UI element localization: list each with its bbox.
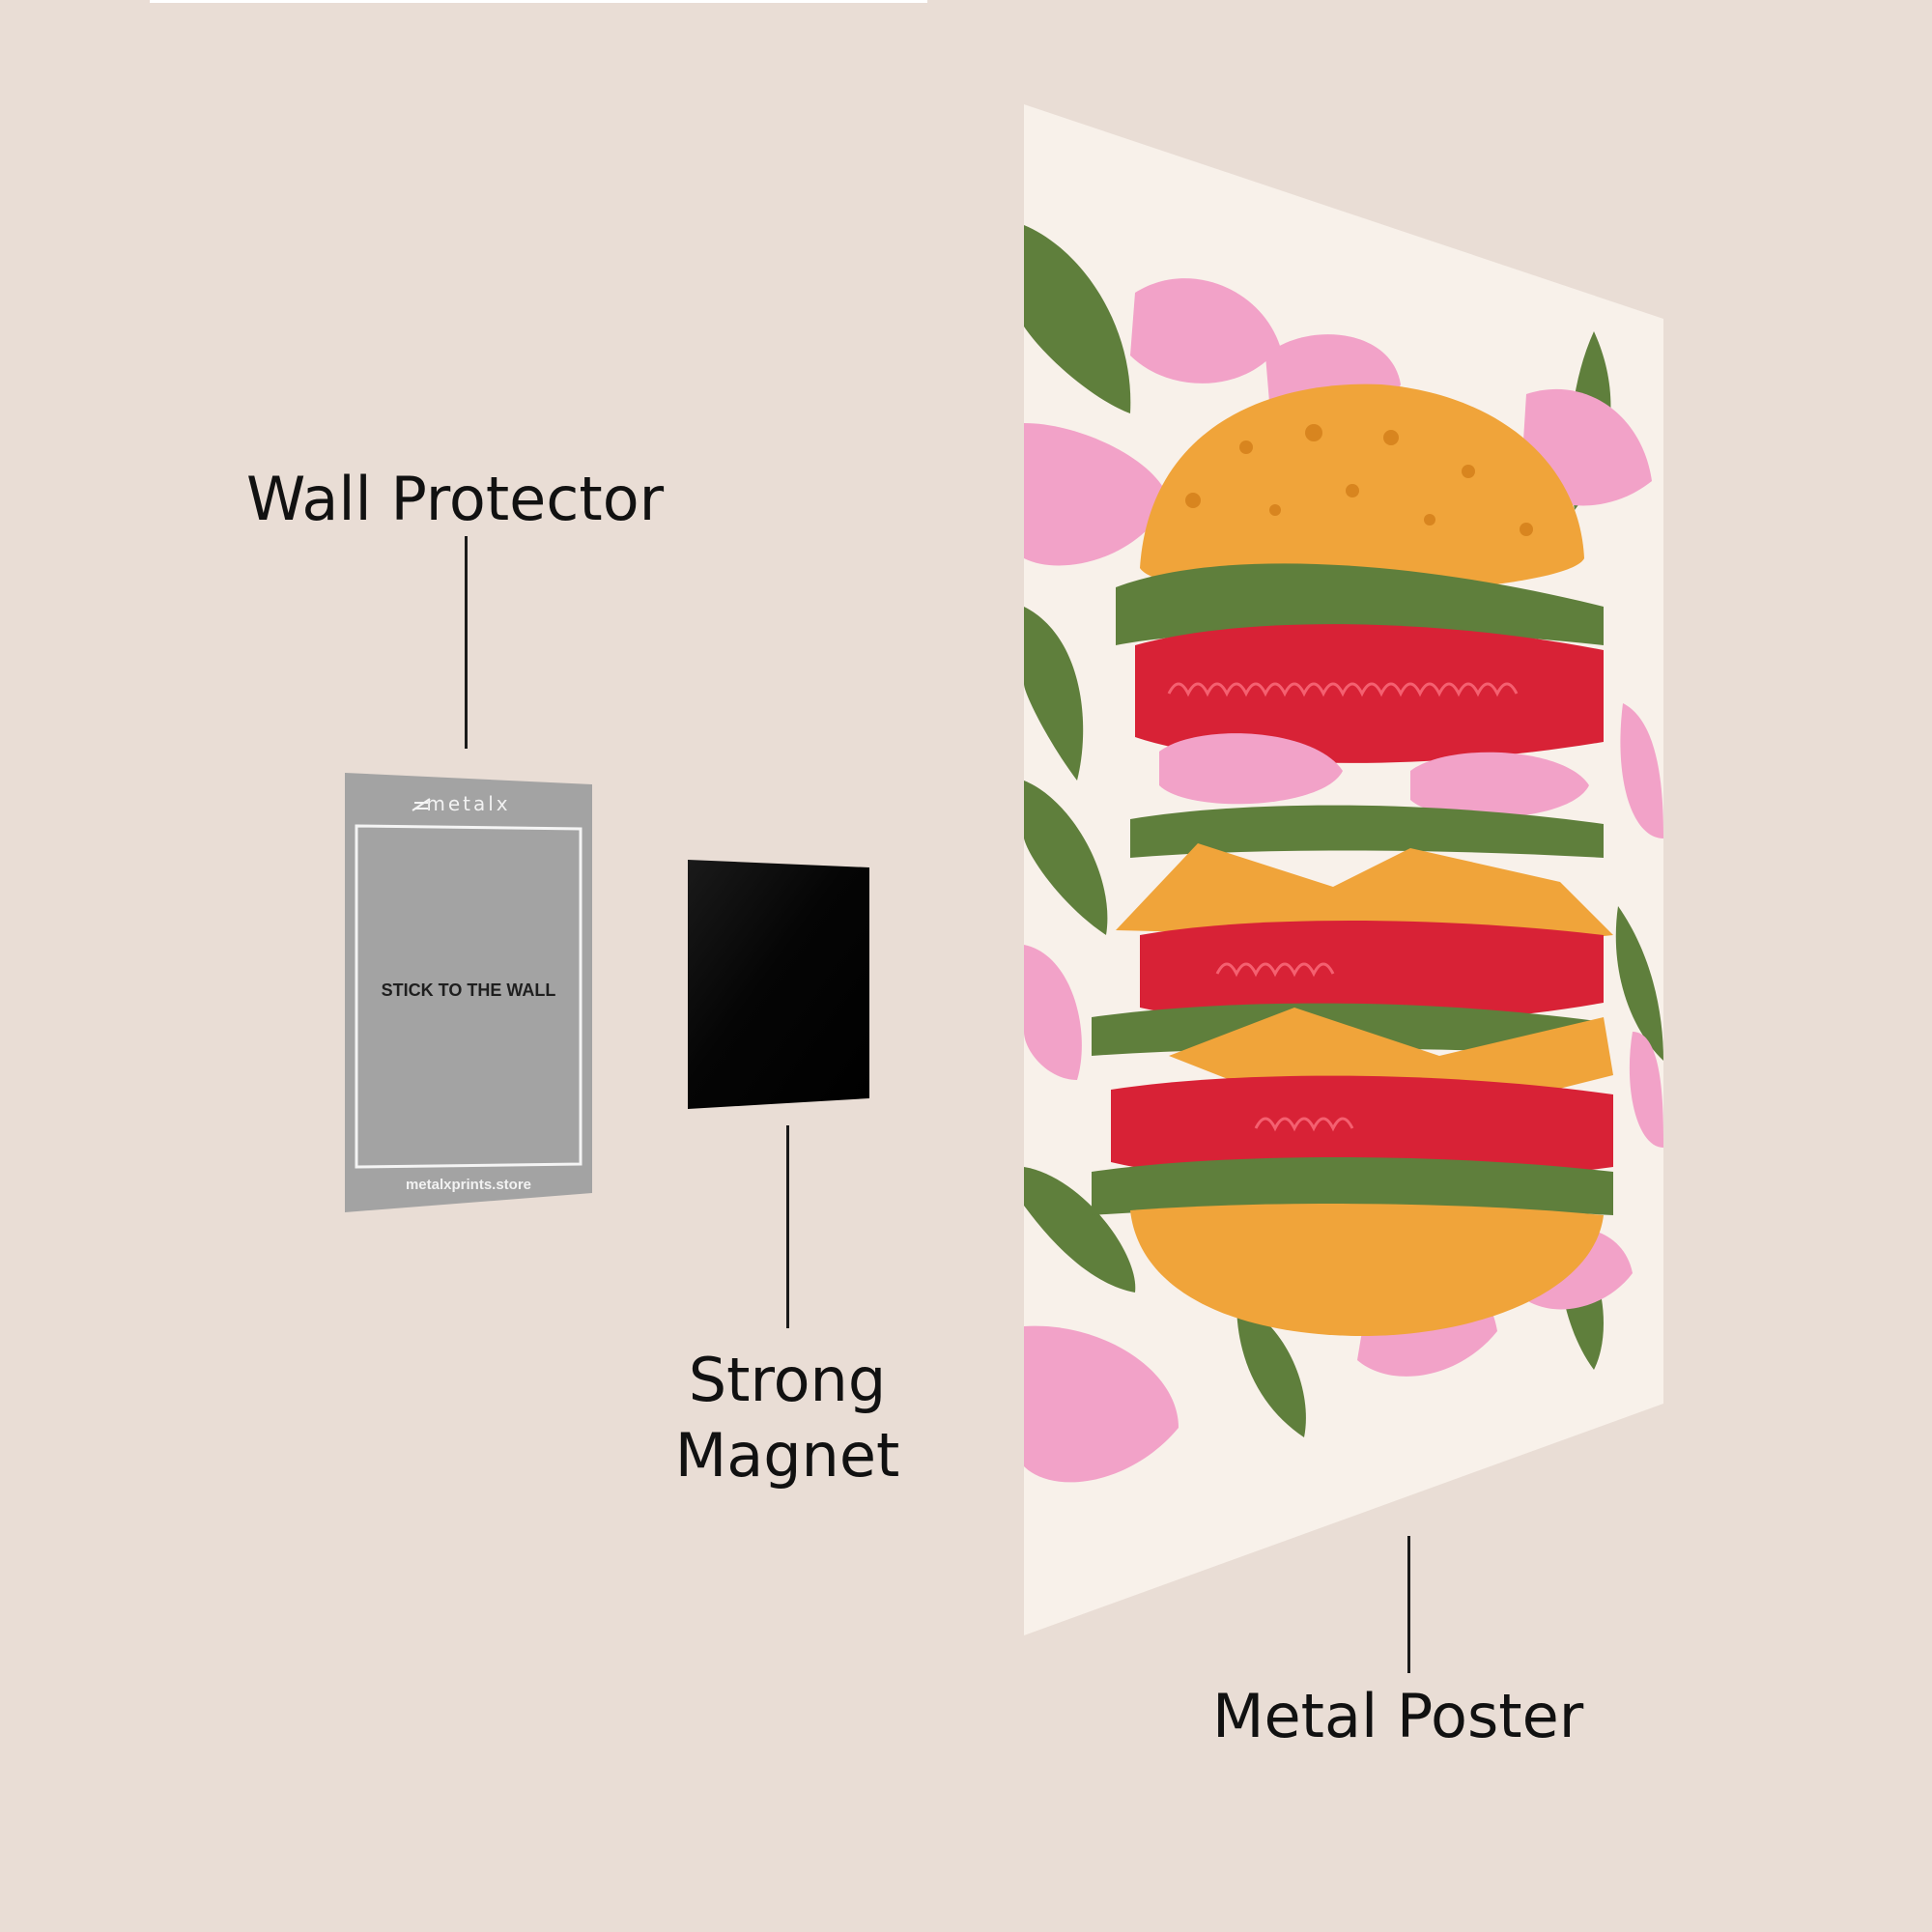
magnet-shape: [688, 860, 869, 1109]
metal-poster: [1024, 104, 1666, 1638]
strong-magnet-plate: [686, 860, 871, 1111]
stick-to-wall-text: STICK TO THE WALL: [381, 980, 556, 1000]
protector-brand-text: metalx: [426, 792, 511, 815]
strong-magnet-label-line1: Strong: [688, 1345, 887, 1415]
strong-magnet-leader-line: [786, 1125, 789, 1328]
wall-protector-leader-line: [465, 536, 468, 749]
metalx-logo-icon: [412, 798, 431, 811]
burger-illustration: [1024, 104, 1663, 1635]
strong-magnet-label-line2: Magnet: [674, 1419, 900, 1491]
top-edge-strip: [150, 0, 927, 3]
metal-poster-label: Metal Poster: [1212, 1681, 1584, 1751]
protector-website-text: metalxprints.store: [405, 1177, 532, 1193]
strong-magnet-label: Strong Magnet: [667, 1343, 908, 1492]
metal-poster-leader-line: [1407, 1536, 1410, 1673]
wall-protector-label: Wall Protector: [246, 464, 665, 534]
wall-protector-sheet: metalx STICK TO THE WALL metalxprints.st…: [345, 773, 592, 1212]
wall-protector-shape: [345, 773, 592, 1212]
